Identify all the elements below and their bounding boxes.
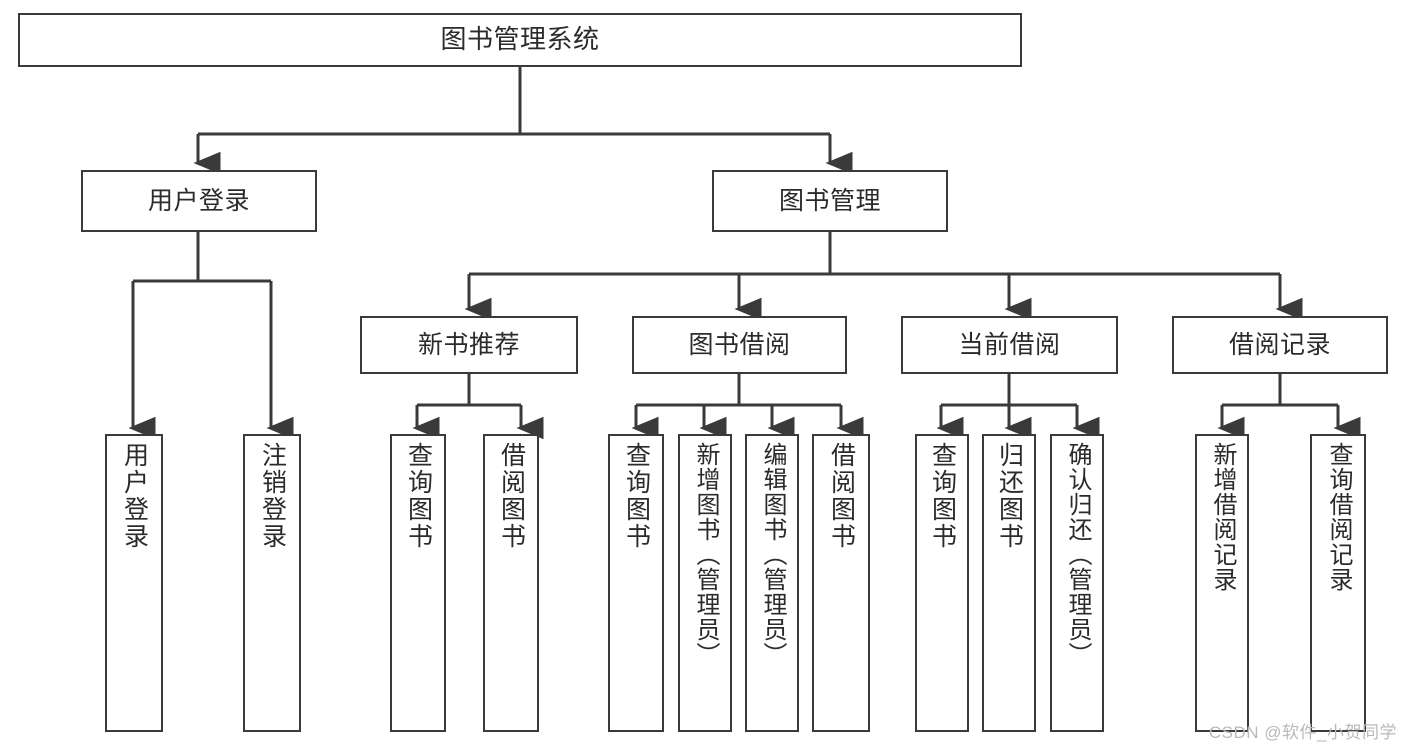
node-label: 用户登录 [120,442,149,550]
node-leaf-query-record[interactable]: 查询借阅记录 [1310,434,1366,732]
node-leaf-user-login[interactable]: 用户登录 [105,434,163,732]
node-book-manage[interactable]: 图书管理 [712,170,948,232]
node-leaf-borrow-book-1[interactable]: 借阅图书 [483,434,539,732]
node-leaf-return-book[interactable]: 归还图书 [982,434,1036,732]
node-leaf-add-book[interactable]: 新增图书（管理员） [678,434,732,732]
node-book-borrow[interactable]: 图书借阅 [632,316,847,374]
node-user-login[interactable]: 用户登录 [81,170,317,232]
node-label: 编辑图书（管理员） [759,442,786,667]
node-leaf-confirm-return[interactable]: 确认归还（管理员） [1050,434,1104,732]
node-label: 新增图书（管理员） [692,442,719,667]
node-leaf-add-record[interactable]: 新增借阅记录 [1195,434,1249,732]
node-label: 当前借阅 [958,331,1061,359]
node-label: 借阅记录 [1228,331,1331,359]
node-label: 借阅图书 [497,442,526,550]
node-label: 查询图书 [404,442,433,550]
node-label: 确认归还（管理员） [1064,442,1091,667]
node-leaf-query-book-3[interactable]: 查询图书 [915,434,969,732]
node-label: 注销登录 [258,442,287,550]
node-leaf-query-book-2[interactable]: 查询图书 [608,434,664,732]
node-label: 借阅图书 [827,442,856,550]
node-leaf-edit-book[interactable]: 编辑图书（管理员） [745,434,799,732]
node-root[interactable]: 图书管理系统 [18,13,1022,67]
node-leaf-borrow-book-2[interactable]: 借阅图书 [812,434,870,732]
node-label: 查询图书 [622,442,651,550]
node-current-borrow[interactable]: 当前借阅 [901,316,1118,374]
watermark-text: CSDN @软件_小贺同学 [1208,723,1397,742]
node-label: 查询图书 [928,442,957,550]
node-label: 新书推荐 [417,331,520,359]
node-label: 图书管理 [778,187,881,215]
node-borrow-record[interactable]: 借阅记录 [1172,316,1388,374]
node-label: 归还图书 [995,442,1024,550]
node-label: 新增借阅记录 [1209,442,1236,592]
node-label: 用户登录 [147,187,250,215]
node-label: 图书管理系统 [440,24,600,55]
node-label: 查询借阅记录 [1325,442,1352,592]
node-leaf-logout[interactable]: 注销登录 [243,434,301,732]
node-new-book-rec[interactable]: 新书推荐 [360,316,578,374]
node-leaf-query-book-1[interactable]: 查询图书 [390,434,446,732]
node-label: 图书借阅 [688,331,791,359]
